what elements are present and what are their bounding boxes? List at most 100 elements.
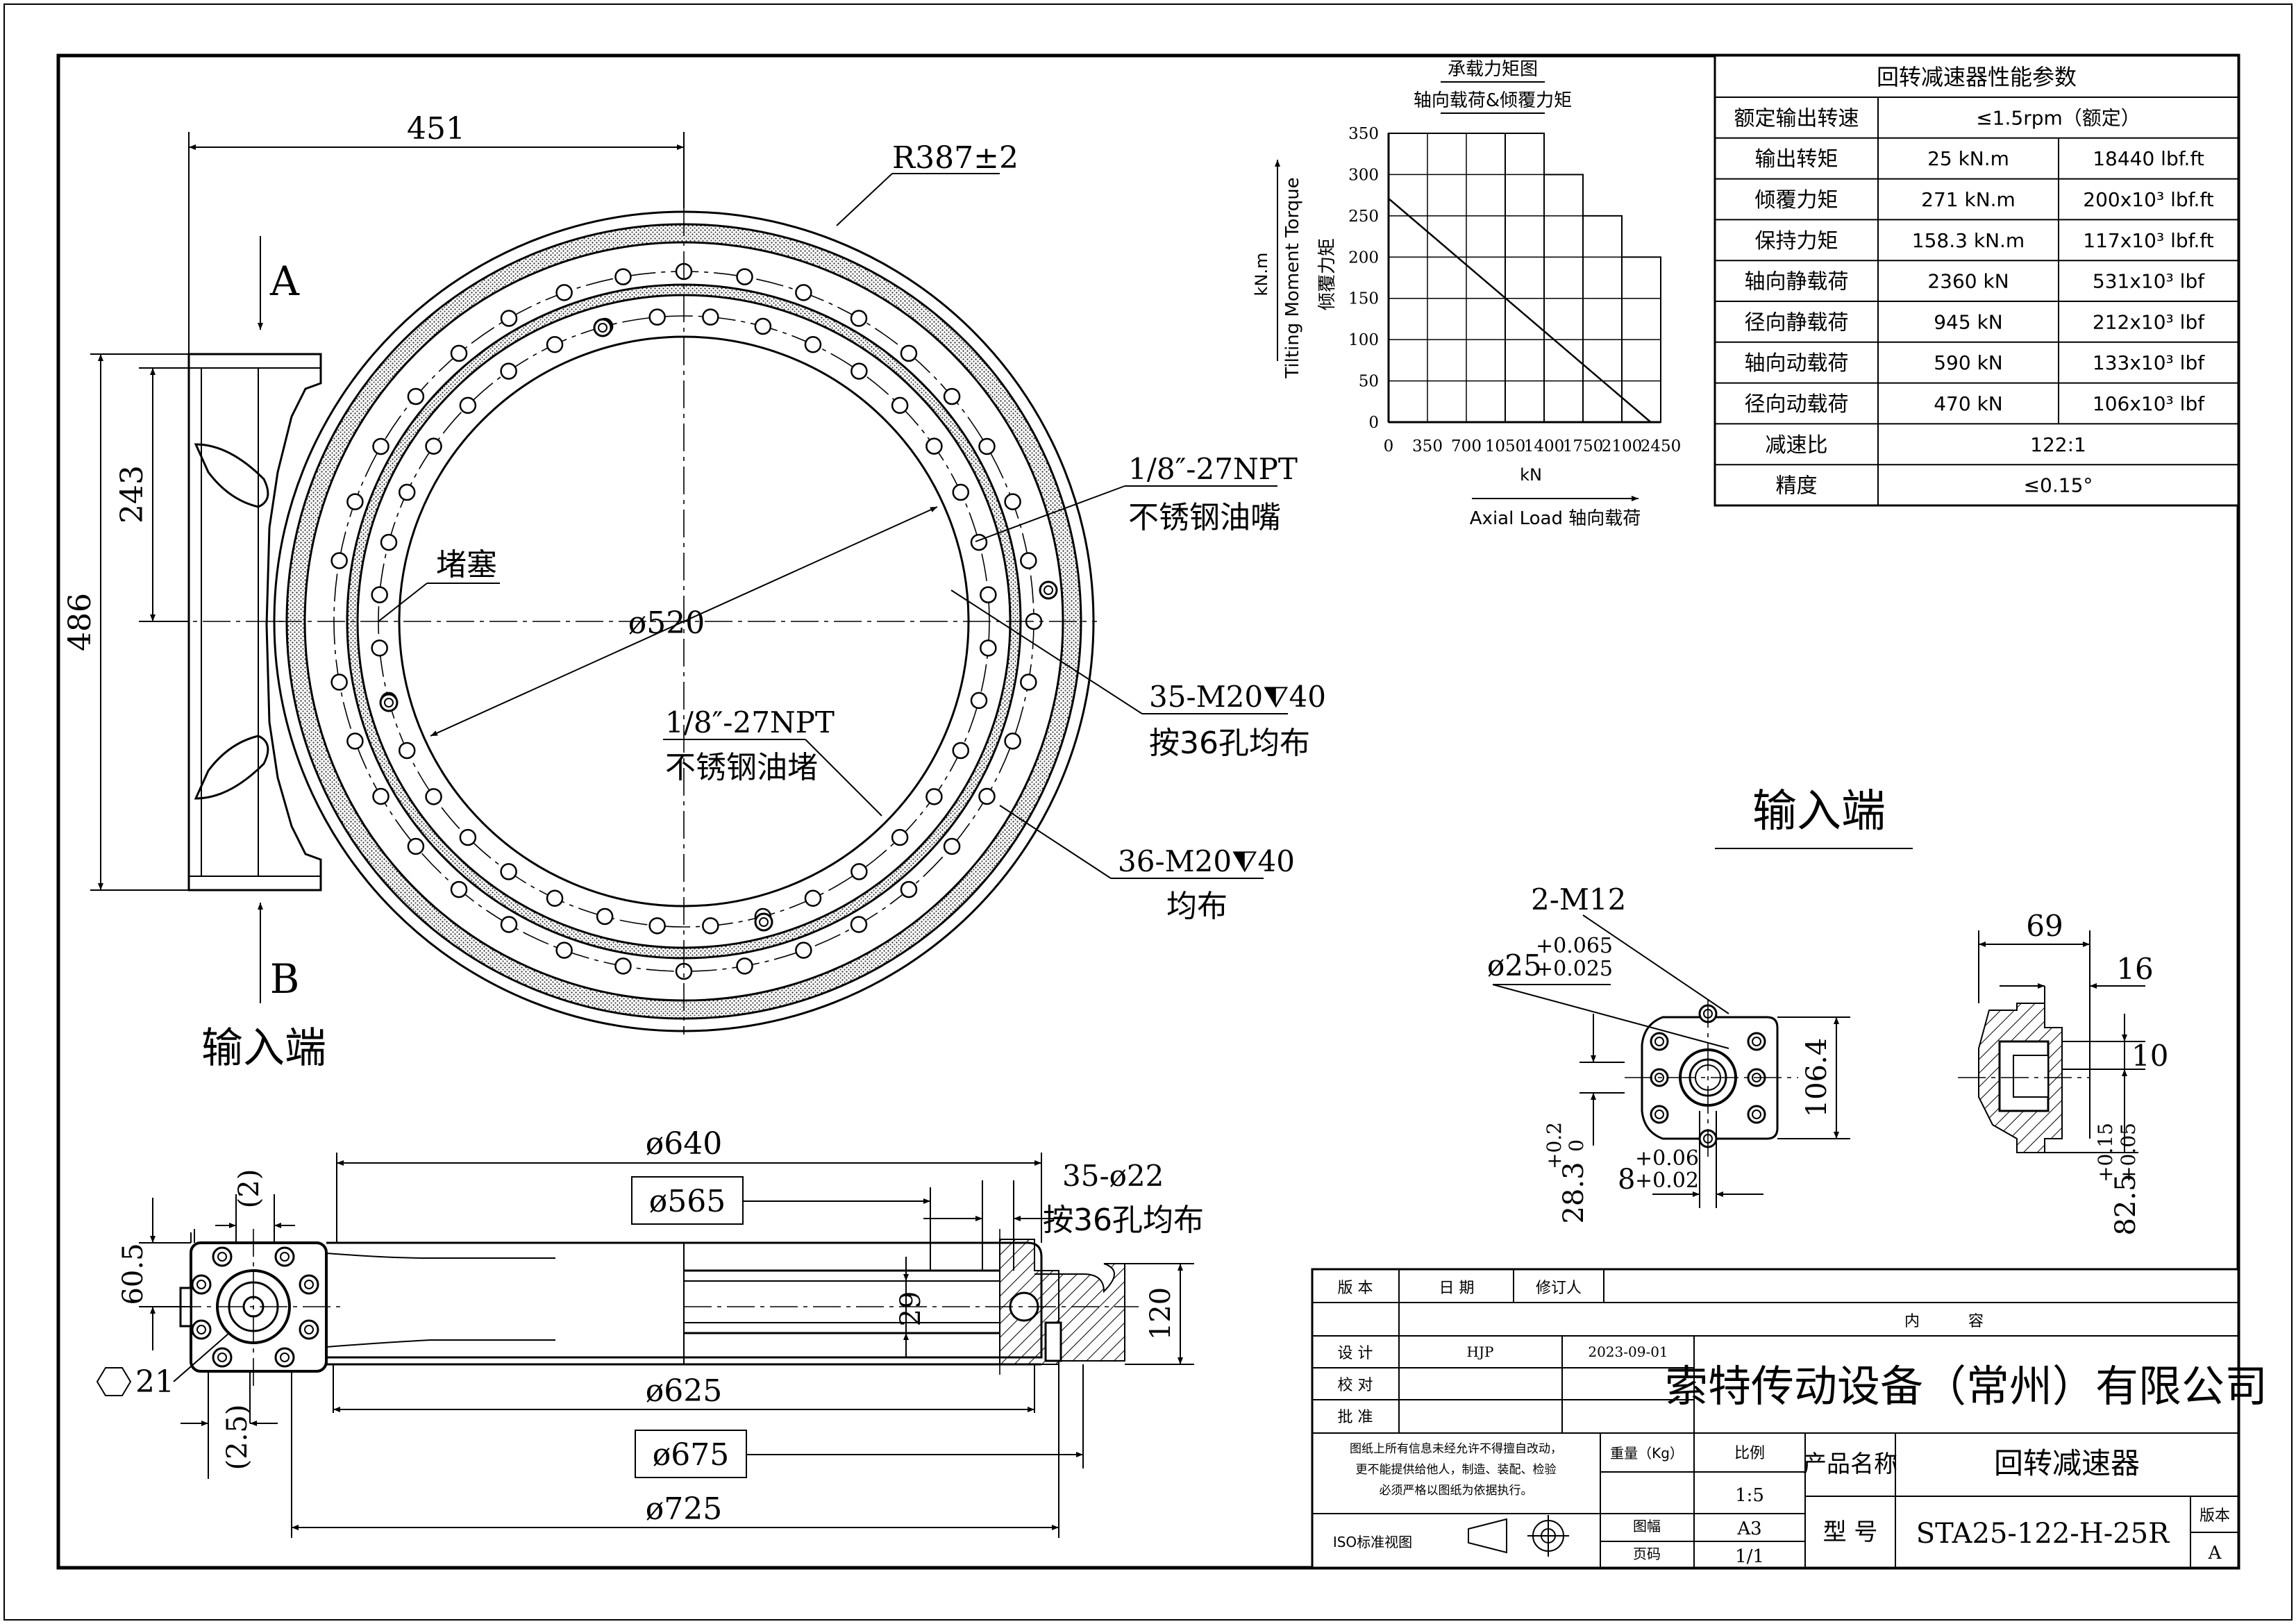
dim-82-5: 82.5 [2110,1173,2142,1235]
block-bolt-hole [274,1347,295,1368]
block-bolt-hole [299,1319,319,1340]
dim-640: ø640 [646,1126,722,1162]
tb-notice-3: 必须严格以图纸为依据执行。 [1380,1484,1533,1498]
tb-iso-label: ISO标准视图 [1333,1534,1412,1550]
outer-bolt-hole [1020,673,1037,691]
dim-565: ø565 [649,1184,726,1219]
param-value: ≤0.15° [2024,474,2093,497]
dim-243: 243 [115,465,150,524]
param-metric: 590 kN [1934,351,2003,374]
grease-fitting-4 [379,693,399,712]
param-label: 轴向动载荷 [1745,351,1849,376]
outer-bolt-hole [555,941,573,959]
tb-format-label: 图幅 [1633,1518,1661,1534]
outer-bolt-hole [330,673,348,691]
tb-scale-value: 1:5 [1735,1485,1764,1506]
inner-bolt-hole [952,742,970,760]
y-tick-label: 0 [1368,414,1379,432]
inner-bolt-hole [891,396,909,415]
flange-bolts [1650,1004,1766,1148]
param-imperial: 212x10³ lbf [2093,310,2205,333]
outer-bolt-hole [900,880,918,898]
main-front-view: 451 R387±2 A B 输入端 243 486 ø520 堵塞 1/8″-… [62,111,1326,1073]
tol-28-lower: 0 [1565,1139,1588,1152]
x-tick-label: 1400 [1524,437,1565,455]
input-end-view: 输入端 2-M12 ø25 +0.065 +0.025 106.4 28.3 +… [1487,786,2168,1236]
outer-bolt-hole [346,733,364,750]
title-block: 版 本 日 期 修订人 内 容 设 计 HJP 2023-09-01 校 对 批… [1311,1268,2268,1569]
inner-bolt-hole [459,396,477,415]
param-imperial: 106x10³ lbf [2093,392,2205,415]
inner-bolt-hole [804,889,822,907]
plug-label: 堵塞 [436,547,497,583]
tb-rev-header: 版 本 [1338,1280,1373,1297]
holes-2-spec: 36-M20⧨40 [1118,844,1295,878]
key-tol-upper: +0.06 [1635,1146,1699,1171]
projection-symbol [1468,1515,1569,1557]
block-bolt-thread [280,1252,290,1262]
block-bolt-thread [304,1280,314,1289]
dim-106-4: 106.4 [1801,1038,1833,1118]
block-bolt-hole [274,1246,295,1267]
fitting-1-spec: 1/8″-27NPT [1128,452,1298,486]
chart-ylabel-cn: 倾覆力矩 [1317,238,1338,310]
block-bolt-thread [304,1325,314,1334]
dim-69: 69 [2026,909,2063,943]
block-bolt-hole [299,1274,319,1295]
tb-designer: HJP [1467,1343,1494,1360]
chart-axes [1387,133,1661,424]
outer-bolt-hole [330,552,348,569]
tb-notice-2: 更不能提供给他人，制造、装配、检验 [1356,1463,1557,1477]
x-tick-label: 1050 [1485,437,1526,455]
param-label: 额定输出转速 [1734,106,1859,131]
tb-format-value: A3 [1736,1518,1761,1539]
tb-product-name: 回转减速器 [1994,1446,2140,1480]
dim-29: 29 [895,1291,927,1327]
dim-625: ø625 [646,1373,722,1409]
flange-bolt-hole [1650,1032,1669,1051]
flange-bolt-thread [1654,1073,1664,1082]
holes-2-note: 均布 [1166,889,1227,924]
tb-design-date: 2023-09-01 [1588,1343,1668,1360]
inner-bolt-hole [970,692,988,710]
dim-725: ø725 [646,1491,722,1527]
param-label: 输出转矩 [1755,147,1838,171]
tb-version-value: A [2208,1543,2222,1564]
inner-bolt-hole [980,639,997,657]
dim-520: ø520 [628,605,705,641]
y-tick-label: 350 [1348,125,1379,143]
flange-bolt-hole [1747,1032,1766,1051]
outer-bolt-hole [943,387,961,405]
holes-1-note: 按36孔均布 [1149,726,1310,761]
tb-notice-1: 图纸上所有信息未经允许不得擅自改动， [1350,1442,1562,1456]
flange-bolt-hole [1747,1105,1766,1124]
tb-scale-label: 比例 [1734,1445,1765,1462]
param-imperial: 200x10³ lbf.ft [2083,188,2213,211]
y-tick-label: 50 [1359,373,1379,391]
x-tick-label: 700 [1451,437,1482,455]
param-label: 减速比 [1766,433,1828,458]
outer-bolt-hole [1004,733,1021,750]
flange-bolt-hole [1650,1105,1669,1124]
inner-bolt-hole [500,863,517,880]
inner-bolt-hole [425,788,442,805]
outer-bolt-hole [555,284,573,301]
inner-bolt-hole [459,828,477,846]
tb-design-label: 设 计 [1338,1345,1373,1362]
outer-bolt-hole [850,310,868,327]
tb-check-label: 校 对 [1338,1377,1373,1394]
outer-bolt-hole [614,957,632,975]
x-tick-label: 1750 [1563,437,1604,455]
inner-bolt-hole [804,335,822,353]
block-bolt-thread [217,1353,227,1362]
outer-bolt-hole [795,941,812,959]
inner-bolt-hole [380,533,398,551]
flange-bolt-thread [1654,1037,1664,1046]
chart-ylabel: Tilting Moment Torque [1282,177,1303,378]
inner-bolt-hole [702,917,719,935]
tb-version-label: 版本 [2199,1507,2230,1525]
inner-bolt-hole [500,362,517,380]
block-bolt-hole [191,1274,212,1295]
inner-bolt-hole [398,483,416,501]
